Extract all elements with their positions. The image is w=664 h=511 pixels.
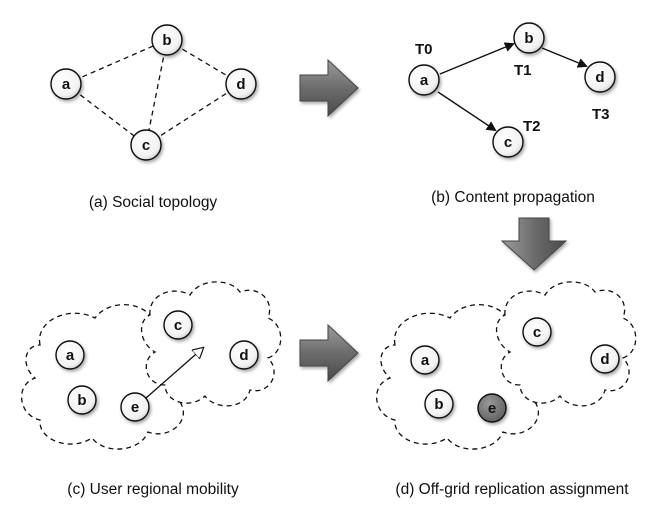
- node-label: d: [600, 351, 609, 368]
- node-label: e: [131, 399, 139, 416]
- node-label: d: [595, 69, 604, 86]
- node-e-highlighted: e: [477, 393, 507, 423]
- edge-b-to-d: [541, 47, 588, 68]
- transition-arrow-right-top: [299, 58, 359, 118]
- node-label: d: [236, 76, 245, 93]
- node-a: a: [410, 345, 440, 375]
- node-label: b: [434, 396, 443, 413]
- edge-c-d: [145, 83, 242, 146]
- edge-a-c: [65, 83, 147, 146]
- caption-c: (c) User regional mobility: [67, 481, 239, 498]
- caption-d: (d) Off-grid replication assignment: [395, 481, 629, 498]
- node-b: b: [513, 22, 545, 54]
- node-label: d: [239, 347, 248, 364]
- edge-a-to-b: [439, 42, 515, 75]
- panel-b-content-propagation: a b c d T0 T1 T2 T3 (b) Content propagat…: [408, 22, 616, 206]
- node-b: b: [424, 389, 454, 419]
- transition-arrow-down: [500, 217, 568, 271]
- transition-arrow-right-bottom: [299, 323, 359, 383]
- node-a: a: [50, 68, 82, 100]
- mobility-arrow: [145, 348, 203, 399]
- caption-b: (b) Content propagation: [431, 189, 595, 206]
- node-label: b: [162, 32, 171, 49]
- caption-a: (a) Social topology: [89, 194, 218, 211]
- node-label: c: [174, 317, 182, 334]
- node-label: a: [62, 76, 71, 93]
- node-c: c: [492, 126, 524, 158]
- node-d: d: [225, 68, 257, 100]
- node-d: d: [584, 61, 616, 93]
- node-label: a: [421, 352, 430, 369]
- node-a: a: [408, 64, 440, 96]
- node-b: b: [151, 24, 183, 56]
- edge-a-b: [65, 39, 168, 85]
- time-label-t1: T1: [514, 62, 532, 79]
- edge-b-c: [145, 39, 168, 146]
- node-label: b: [524, 30, 533, 47]
- node-b: b: [67, 385, 97, 415]
- panel-b-edges: [437, 42, 588, 132]
- region-cloud-right: [495, 281, 637, 407]
- node-label: e: [488, 400, 496, 417]
- node-label: c: [142, 137, 150, 154]
- node-label: a: [420, 72, 429, 89]
- node-label: c: [533, 324, 541, 341]
- time-label-t3: T3: [592, 106, 610, 123]
- node-e: e: [120, 392, 150, 422]
- node-label: b: [77, 392, 86, 409]
- node-d: d: [229, 340, 259, 370]
- node-a: a: [55, 340, 85, 370]
- panel-a-edges: [65, 39, 242, 146]
- panel-c-user-regional-mobility: a b c d e (c) User regional mobility: [20, 281, 282, 498]
- node-c: c: [130, 129, 162, 161]
- node-c: c: [522, 317, 552, 347]
- time-label-t2: T2: [523, 118, 541, 135]
- time-label-t0: T0: [415, 41, 433, 58]
- node-label: c: [504, 134, 512, 151]
- edge-a-to-c: [437, 91, 497, 132]
- node-c: c: [163, 310, 193, 340]
- node-label: a: [66, 347, 75, 364]
- panel-a-social-topology: a b c d (a) Social topology: [50, 24, 257, 211]
- node-d: d: [590, 344, 620, 374]
- panel-d-off-grid-replication: a b c d e (d) Off-grid replication assig…: [375, 281, 637, 498]
